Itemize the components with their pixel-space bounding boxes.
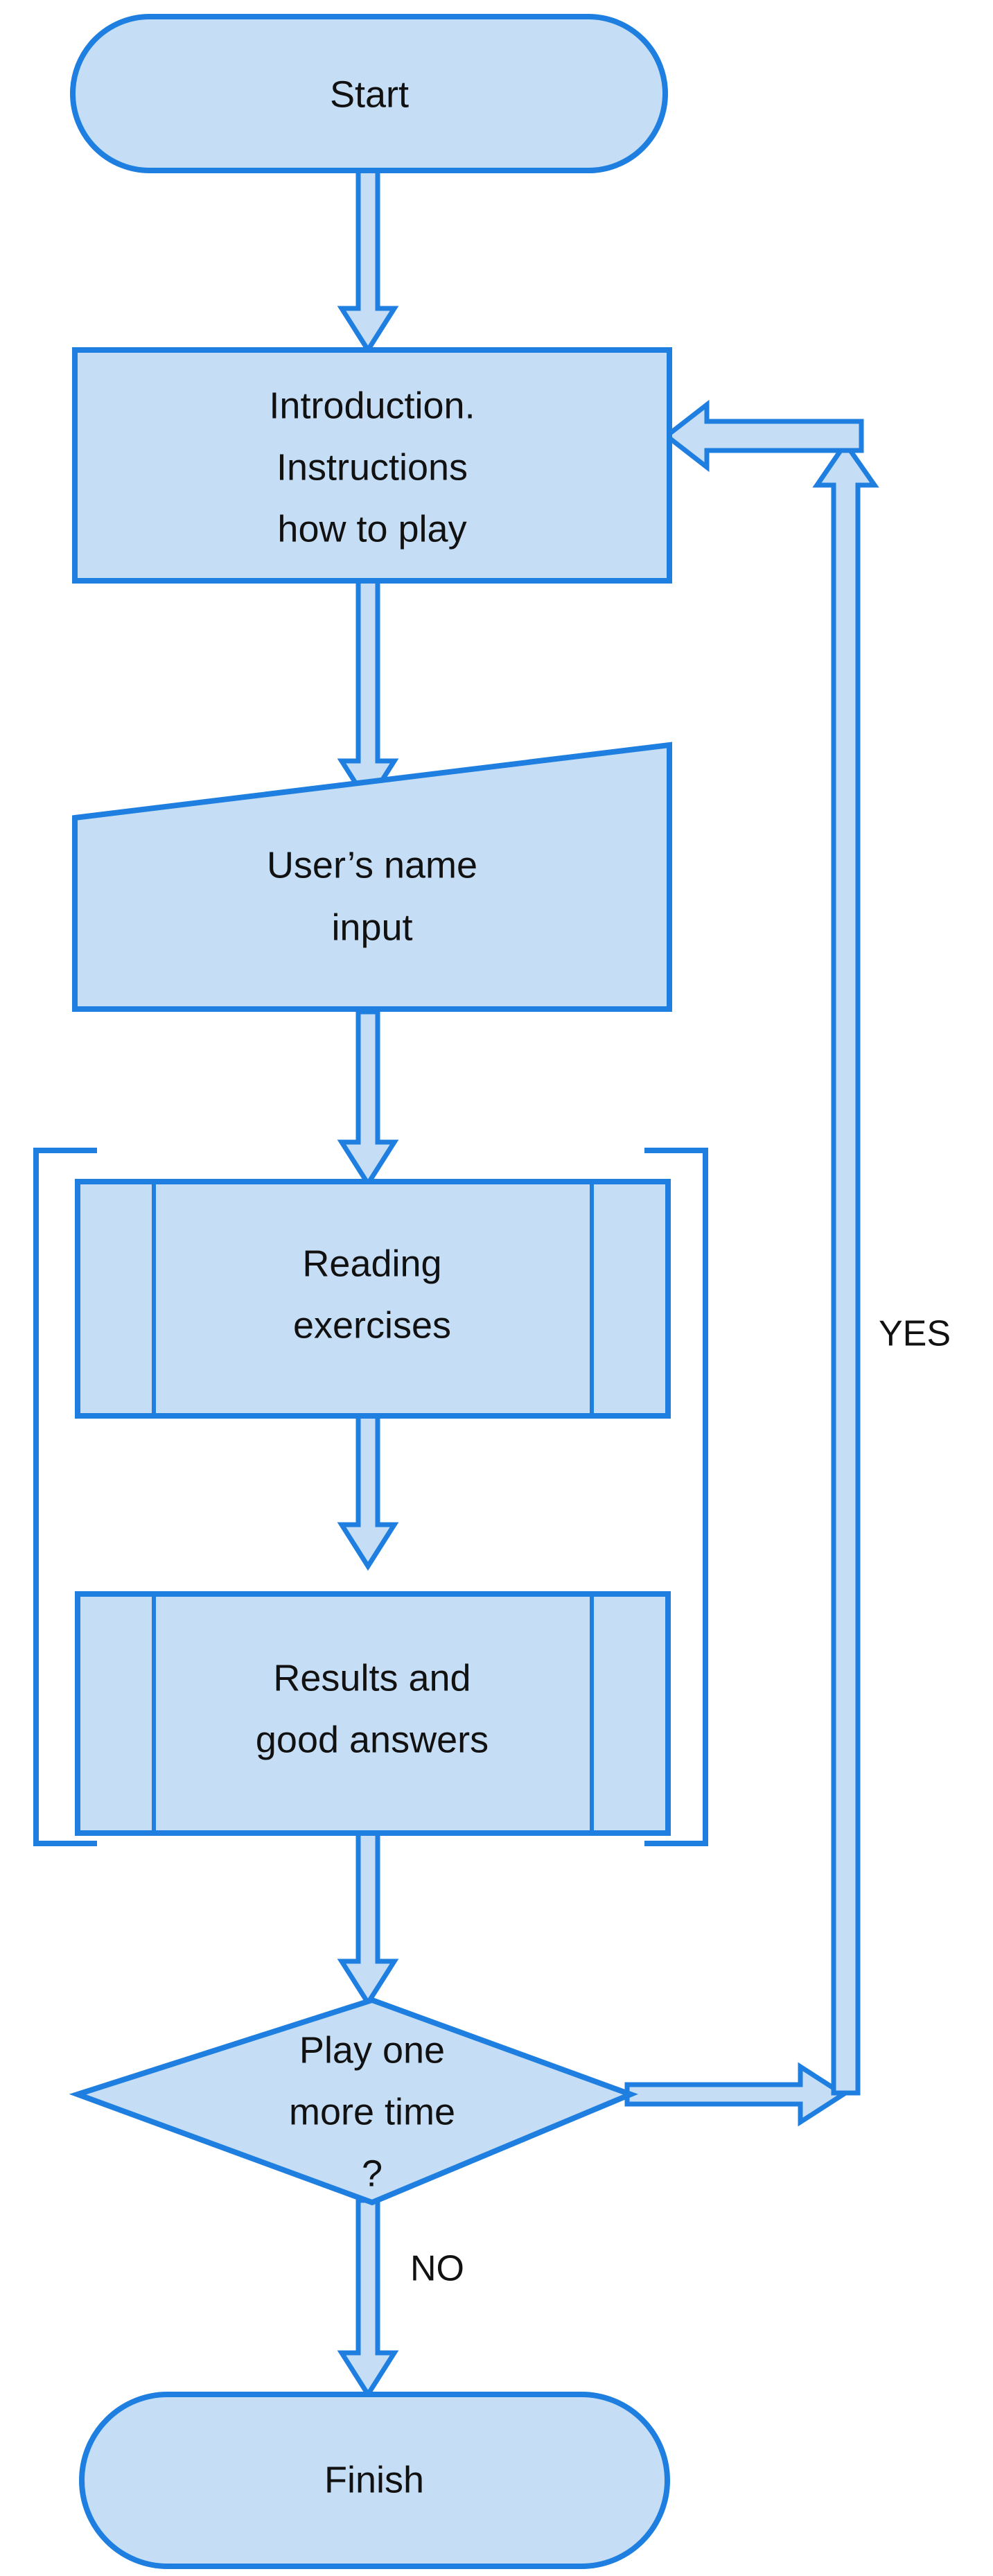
node-results[interactable]: Results and good answers (75, 1591, 671, 1836)
reading-exercises-label-line1: Reading (302, 1243, 441, 1284)
results-shape (75, 1591, 671, 1836)
name-input-label-line2: input (331, 906, 412, 948)
connector-return-into-introduction (662, 399, 864, 473)
decision-label-line2: more time (289, 2091, 455, 2132)
node-finish[interactable]: Finish (79, 2392, 670, 2569)
decision-label-line3: ? (362, 2153, 383, 2194)
node-name-input[interactable]: User’s name input (72, 742, 672, 1012)
node-decision[interactable]: Play one more time ? (69, 1997, 638, 2206)
name-input-shape (72, 742, 672, 1012)
reading-exercises-shape (75, 1179, 671, 1419)
decision-label-line1: Play one (299, 2029, 445, 2071)
start-label: Start (330, 73, 409, 115)
reading-exercises-label-line2: exercises (293, 1304, 451, 1346)
loop-bracket-left (33, 1148, 97, 1846)
introduction-label-line2: Instructions (276, 446, 468, 488)
connector-yes-return-riser (812, 439, 879, 2096)
start-shape (70, 14, 668, 173)
edge-label-yes: YES (879, 1314, 951, 1354)
loop-bracket-right (644, 1148, 708, 1846)
node-start[interactable]: Start (70, 14, 668, 173)
node-introduction[interactable]: Introduction. Instructions how to play (72, 347, 672, 584)
connector-name-input-to-reading (337, 1009, 399, 1189)
introduction-shape (72, 347, 672, 584)
connector-introduction-to-name-input (337, 578, 399, 807)
finish-label: Finish (324, 2459, 424, 2500)
connector-decision-no-to-finish (337, 2198, 399, 2399)
connector-reading-to-results (337, 1411, 399, 1571)
connector-start-to-introduction (337, 167, 399, 355)
name-input-label-line1: User’s name (267, 844, 477, 886)
finish-shape (79, 2392, 670, 2569)
decision-shape (69, 1997, 638, 2206)
edge-label-no: NO (410, 2249, 464, 2289)
connector-decision-yes-right (624, 2062, 848, 2127)
introduction-label-line3: how to play (277, 508, 466, 550)
results-label-line1: Results and (273, 1657, 471, 1699)
results-label-line2: good answers (256, 1719, 489, 1760)
connector-results-to-decision (337, 1830, 399, 2008)
introduction-label-line1: Introduction. (269, 385, 475, 426)
node-reading-exercises[interactable]: Reading exercises (75, 1179, 671, 1419)
